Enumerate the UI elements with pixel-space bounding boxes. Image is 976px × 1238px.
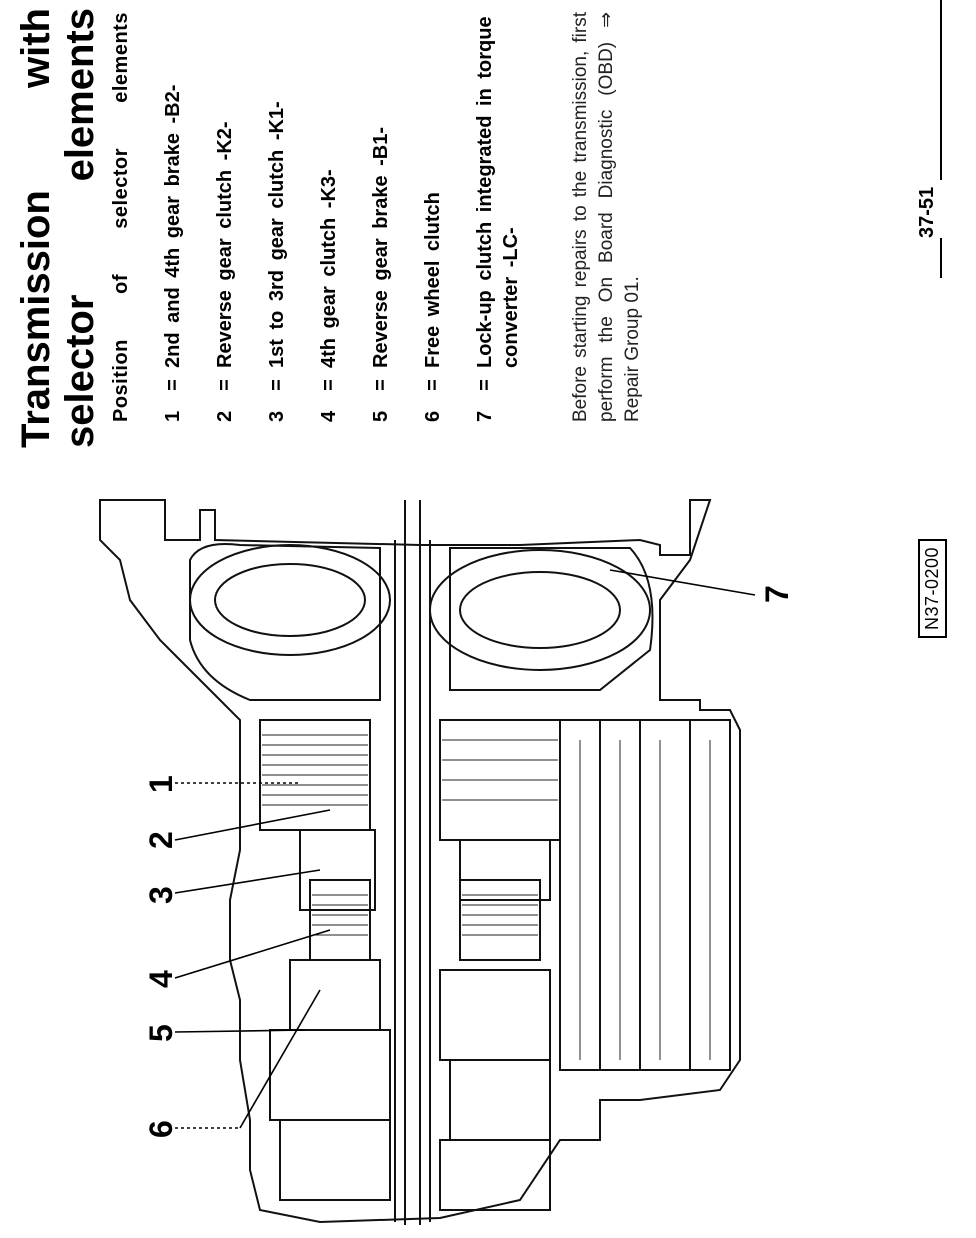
obd-note: Before starting repairs to the transmiss…	[570, 12, 643, 422]
equals-sign: =	[370, 379, 392, 391]
callout-5: 5	[143, 1024, 179, 1042]
page-number: 37-51	[916, 186, 938, 238]
title-word-selector: selector	[58, 294, 102, 448]
selector-element-list: 1 = 2nd and 4th gear brake -B2- 2 = Reve…	[160, 12, 550, 422]
equals-sign: =	[318, 379, 340, 391]
callout-1: 1	[143, 775, 179, 793]
list-item: 6 = Free wheel clutch	[420, 12, 446, 422]
leader-line-5	[174, 1029, 306, 1033]
equals-sign: =	[474, 379, 496, 391]
figure-code: N37-0200	[918, 538, 947, 638]
subheading-word: elements	[110, 12, 132, 103]
subheading-word: selector	[110, 148, 132, 229]
leader-line-2	[174, 809, 331, 841]
item-text: 2nd and 4th gear brake -B2-	[162, 84, 184, 368]
subheading: Position of selector elements	[110, 12, 133, 422]
item-text: 4th gear clutch -K3-	[318, 169, 340, 368]
title-word-transmission: Transmission	[14, 190, 58, 448]
subheading-word: of	[110, 273, 132, 294]
callout-6: 6	[143, 1120, 179, 1138]
equals-sign: =	[162, 379, 184, 391]
leader-line-4	[174, 929, 331, 979]
equals-sign: =	[266, 379, 288, 391]
list-item: 1 = 2nd and 4th gear brake -B2-	[160, 12, 186, 422]
callout-4: 4	[143, 970, 179, 988]
title-word-with: with	[14, 8, 58, 88]
callout-3: 3	[143, 886, 179, 904]
item-text: Reverse gear brake -B1-	[370, 126, 392, 368]
list-item: 2 = Reverse gear clutch -K2-	[212, 12, 238, 422]
callout-2: 2	[143, 831, 179, 849]
callout-7: 7	[759, 585, 795, 603]
list-item: 5 = Reverse gear brake -B1-	[368, 12, 394, 422]
item-text: 1st to 3rd gear clutch -K1-	[266, 101, 288, 368]
item-number: 6	[422, 410, 444, 422]
item-number: 2	[214, 410, 236, 422]
footer-rule-left	[940, 238, 942, 278]
item-text: Lock-up clutch integrated in torque conv…	[474, 16, 522, 368]
leader-line-6b	[239, 989, 321, 1129]
item-text: Reverse gear clutch -K2-	[214, 121, 236, 368]
title-word-elements: elements	[58, 8, 102, 182]
footer-rule-right	[940, 0, 942, 180]
equals-sign: =	[422, 379, 444, 391]
page-title: Transmission with selector elements	[14, 8, 102, 448]
leader-line-3	[174, 869, 321, 894]
item-number: 5	[370, 410, 392, 422]
item-number: 1	[162, 410, 184, 422]
list-item: 4 = 4th gear clutch -K3-	[316, 12, 342, 422]
item-number: 7	[474, 410, 496, 422]
leader-line-7	[609, 569, 756, 596]
equals-sign: =	[214, 379, 236, 391]
item-number: 4	[318, 410, 340, 422]
list-item: 7 = Lock-up clutch integrated in torque …	[472, 12, 524, 422]
item-text: Free wheel clutch	[422, 192, 444, 368]
subheading-word: Position	[110, 339, 132, 422]
item-number: 3	[266, 410, 288, 422]
list-item: 3 = 1st to 3rd gear clutch -K1-	[264, 12, 290, 422]
